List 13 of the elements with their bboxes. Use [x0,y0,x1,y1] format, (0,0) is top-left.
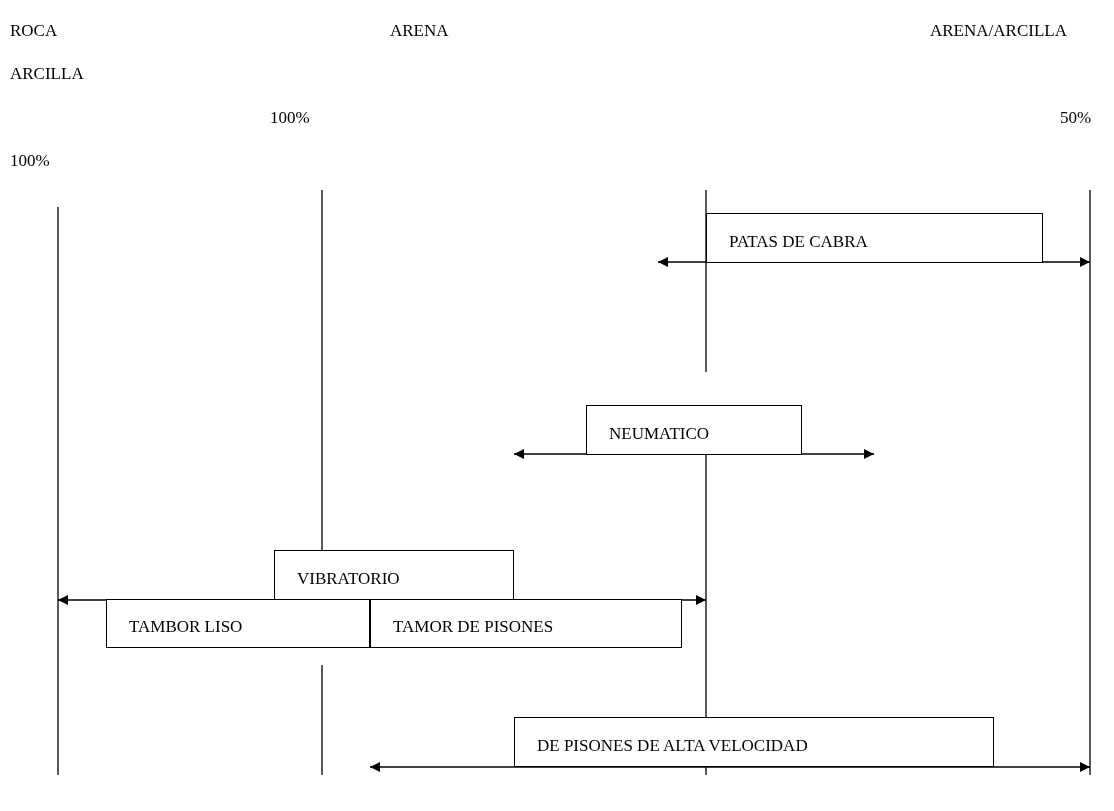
percentage-label: 100% [10,151,50,171]
soil-type-label: ARCILLA [10,64,84,84]
soil-type-label: ROCA [10,21,58,41]
compactor-box: VIBRATORIO [274,550,514,600]
compactor-box: PATAS DE CABRA [706,213,1043,263]
compactor-box: NEUMATICO [586,405,802,455]
compactor-box: TAMBOR LISO [106,599,370,648]
compactor-box: DE PISONES DE ALTA VELOCIDAD [514,717,994,767]
percentage-label: 50% [1060,108,1092,128]
soil-type-label: ARENA/ARCILLA [930,21,1067,41]
percentage-label: 100% [270,108,310,128]
compactor-box: TAMOR DE PISONES [370,599,682,648]
soil-type-label: ARENA [390,21,449,41]
